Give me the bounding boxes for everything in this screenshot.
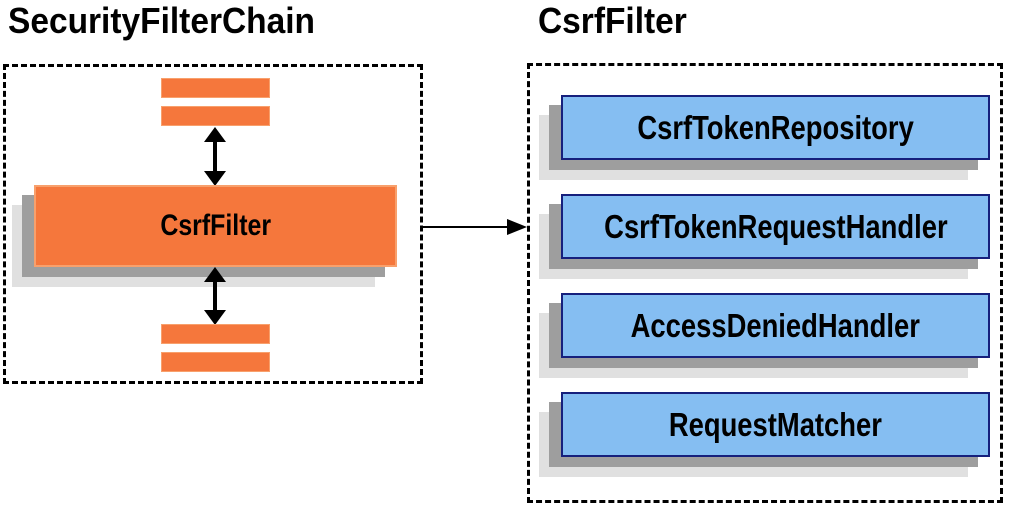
component-node-request-matcher: RequestMatcher (539, 392, 990, 477)
component-node-access-denied-handler: AccessDeniedHandler (539, 293, 990, 378)
filter-placeholder-bar (161, 106, 270, 126)
component-label: RequestMatcher (668, 405, 883, 443)
csrf-filter-node-label: CsrfFilter (160, 209, 271, 242)
arrowhead-down-icon (204, 310, 226, 325)
security-filter-chain-title: SecurityFilterChain (8, 0, 315, 41)
filter-placeholder-bar (161, 324, 270, 344)
csrf-filter-node-face: CsrfFilter (34, 185, 397, 267)
component-label: CsrfTokenRepository (637, 108, 914, 146)
double-arrow-icon (204, 267, 226, 325)
filter-placeholder-bar (161, 352, 270, 372)
arrowhead-up-icon (204, 267, 226, 282)
double-arrow-icon (204, 127, 226, 186)
arrow-shaft (213, 139, 217, 174)
component-node-face: CsrfTokenRequestHandler (561, 194, 990, 259)
arrow-shaft (213, 279, 217, 313)
csrf-filter-title: CsrfFilter (538, 0, 687, 41)
filter-placeholder-bar (161, 78, 270, 98)
arrow-shaft (423, 226, 515, 228)
component-label: CsrfTokenRequestHandler (603, 207, 948, 245)
flow-arrow-icon (423, 219, 527, 235)
component-node-face: RequestMatcher (561, 392, 990, 457)
csrf-filter-node: CsrfFilter (12, 185, 397, 287)
security-filter-chain-boundary (3, 64, 423, 384)
component-node-face: AccessDeniedHandler (561, 293, 990, 358)
component-node-csrf-token-repository: CsrfTokenRepository (539, 95, 990, 180)
csrf-filter-boundary (527, 63, 1003, 503)
arrowhead-up-icon (204, 127, 226, 142)
component-label: AccessDeniedHandler (630, 306, 921, 344)
arrowhead-down-icon (204, 171, 226, 186)
component-node-face: CsrfTokenRepository (561, 95, 990, 160)
component-node-csrf-token-request-handler: CsrfTokenRequestHandler (539, 194, 990, 279)
arrowhead-right-icon (507, 219, 527, 235)
